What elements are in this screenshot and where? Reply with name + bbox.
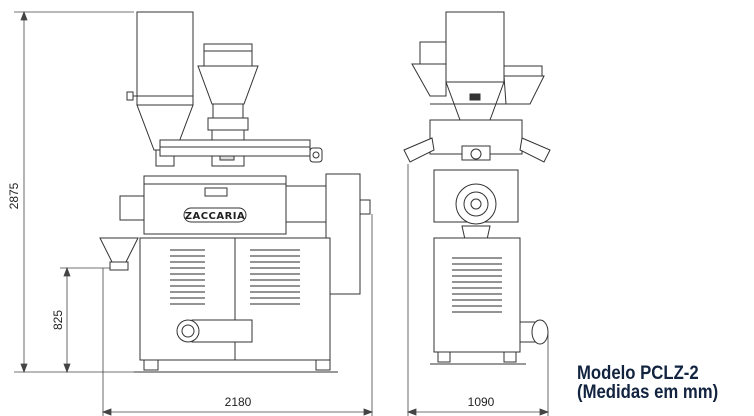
caption-model-name: Modelo PCLZ-2 (577, 363, 699, 384)
brand-plate: ZACCARIA (185, 211, 246, 222)
height-total-label: 2875 (7, 182, 21, 209)
side-vent-grille (452, 257, 502, 313)
caption-units-note: (Medidas em mm) (577, 382, 719, 403)
dimension-lines (14, 10, 550, 416)
front-view: ZACCARIA (99, 11, 371, 373)
side-view (403, 11, 551, 365)
model-caption: Modelo PCLZ-2 (Medidas em mm) (577, 364, 752, 402)
height-outlet-label: 825 (51, 310, 65, 330)
width-label: 1090 (468, 395, 495, 409)
front-vent-grille (170, 249, 300, 305)
length-label: 2180 (225, 395, 252, 409)
